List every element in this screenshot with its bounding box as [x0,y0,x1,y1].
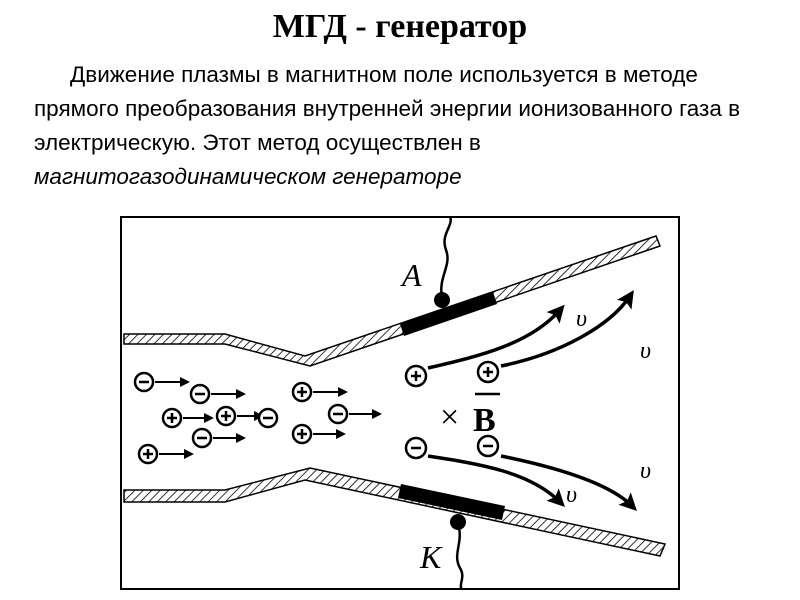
particle-negative [327,403,349,425]
mhd-generator-diagram: A K × B υ υ υ υ [120,216,680,590]
wire-bottom [455,523,464,590]
trajectory-lower-outer [500,454,637,511]
channel-wall-top [123,235,661,367]
electrode-top-label: A [400,257,422,293]
particles-deflected [404,360,500,460]
electrode-top [400,292,497,336]
trajectory-upper-inner [427,304,565,370]
particle-negative [257,407,279,429]
electrode-bottom [398,484,505,520]
particle-negative [404,436,428,460]
velocity-label: υ [566,482,577,508]
electrode-bottom-label: K [419,539,443,575]
particle-positive [215,405,237,427]
field-label: B [473,402,496,439]
particle-positive [291,423,313,445]
description-emphasis: магнитогазодинамическом генераторе [34,164,462,189]
particle-positive [291,381,313,403]
field-cross-symbol: × [440,399,459,436]
particles-nozzle [133,371,382,465]
velocity-label: υ [576,306,587,332]
particle-negative [191,427,213,449]
particle-negative [476,434,500,458]
particle-negative [133,371,155,393]
description-paragraph: Движение плазмы в магнитном поле использ… [34,58,774,194]
description-text: Движение плазмы в магнитном поле использ… [34,62,741,155]
particle-positive [137,443,159,465]
diagram-frame [120,216,680,590]
particle-positive [404,364,428,388]
particle-positive [161,407,183,429]
page-title: МГД - генератор [272,8,528,45]
particle-positive [476,360,500,384]
channel-wall-bottom [123,467,667,557]
trajectory-upper-outer [500,290,634,368]
contact-top [434,292,450,308]
particle-negative [189,383,211,405]
trajectory-lower-inner [427,454,565,507]
velocity-label: υ [640,458,651,484]
velocity-label: υ [640,338,651,364]
wire-top [440,216,452,299]
contact-bottom [450,514,466,530]
